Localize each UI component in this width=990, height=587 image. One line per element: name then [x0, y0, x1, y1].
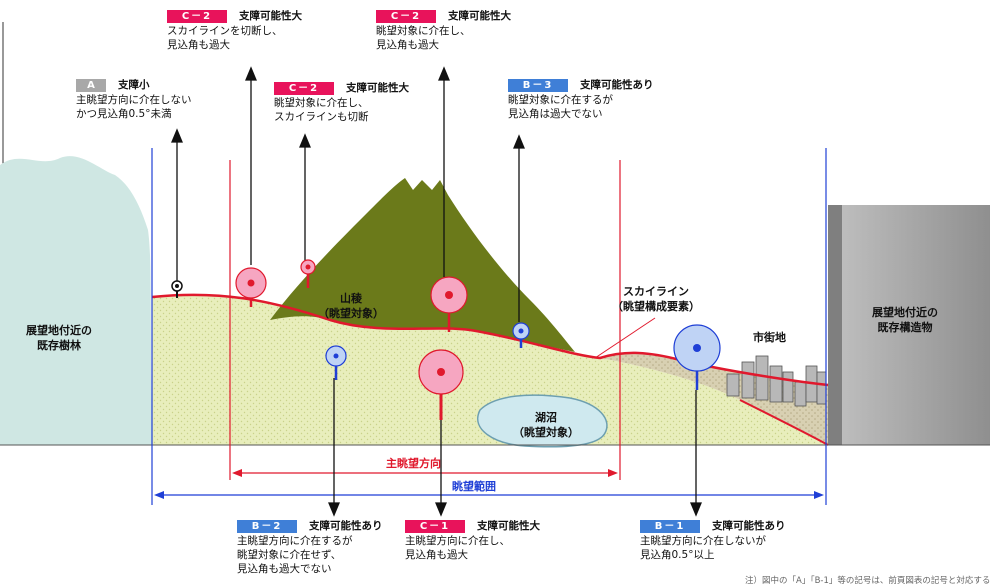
mountain-shape [270, 178, 575, 352]
marker-a [171, 280, 183, 298]
tag-b2: B－2 [237, 519, 297, 533]
tag-c2: C－2 [167, 9, 227, 23]
forest-label: 展望地付近の 既存樹林 [26, 324, 92, 352]
lake-shape [477, 394, 608, 448]
mountain-label: 山稜 （眺望対象） [318, 292, 384, 320]
marker-b1 [673, 324, 721, 390]
marker-c2-small [300, 259, 316, 288]
marker-c1 [418, 349, 464, 420]
ground-terrain [152, 294, 828, 445]
tag-c2: C－2 [274, 81, 334, 95]
footnote: 注）図中の「A」「B-1」等の記号は、前頁図表の記号と対応する [745, 576, 990, 586]
marker-c2-mountain [430, 276, 468, 332]
town-label: 市街地 [753, 331, 786, 344]
skyline-leader [594, 317, 656, 359]
marker-b3 [512, 322, 530, 348]
annotation-arrows [171, 66, 702, 517]
tag-b3: B－3 [508, 78, 568, 92]
tag-a: A [76, 78, 106, 92]
marker-b2 [325, 345, 347, 380]
skyline-lower-line [739, 399, 829, 446]
main-direction-label: 主眺望方向 [386, 457, 441, 470]
town-ground [600, 352, 828, 445]
building-label: 展望地付近の 既存構造物 [872, 306, 938, 334]
skyline-label: スカイライン （眺望構成要素） [612, 285, 700, 313]
existing-structure-shape [842, 205, 990, 445]
building-side [828, 205, 842, 445]
view-range-arrow [154, 491, 824, 499]
lake-label: 湖沼 （眺望対象） [513, 411, 579, 439]
view-range-label: 眺望範囲 [452, 480, 496, 493]
marker-c2-skyline [235, 267, 267, 307]
existing-forest-shape [0, 156, 152, 446]
tag-c2: C－2 [376, 9, 436, 23]
main-direction-arrow [232, 469, 618, 477]
tag-b1: B－1 [640, 519, 700, 533]
tag-c1: C－1 [405, 519, 465, 533]
